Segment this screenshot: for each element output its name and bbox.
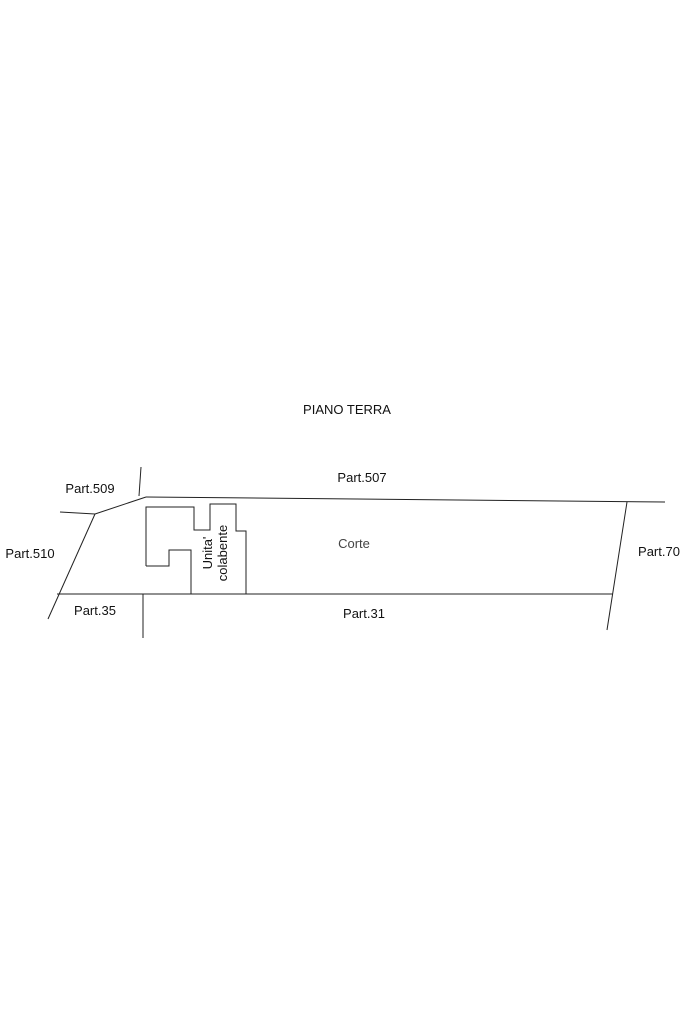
parcel-label-south: Part.31 — [343, 606, 385, 621]
unit-label-line2: colabente — [215, 525, 230, 581]
northwest-boundary-line — [94, 496, 147, 515]
parcel-label-north: Part.507 — [337, 470, 386, 485]
parcel-label-northwest: Part.509 — [65, 481, 114, 496]
east-boundary-line — [606, 501, 628, 631]
building-outline — [145, 503, 247, 594]
parcel-label-southwest: Part.35 — [74, 603, 116, 618]
unit-label-line1: Unita' — [200, 537, 215, 570]
parcel-label-west: Part.510 — [5, 546, 54, 561]
plan-title: PIANO TERRA — [303, 402, 391, 417]
unit-label-group: Unita' colabente — [200, 525, 230, 581]
north-divider-line — [138, 466, 142, 497]
west-tick-line — [59, 511, 96, 515]
courtyard-label: Corte — [338, 536, 370, 551]
property-boundary — [47, 466, 666, 638]
building-footprint — [145, 503, 247, 594]
west-boundary-line — [47, 513, 96, 620]
parcel-label-east: Part.70 — [638, 544, 680, 559]
building-lower-notch — [146, 549, 192, 594]
north-boundary-line — [145, 496, 666, 503]
